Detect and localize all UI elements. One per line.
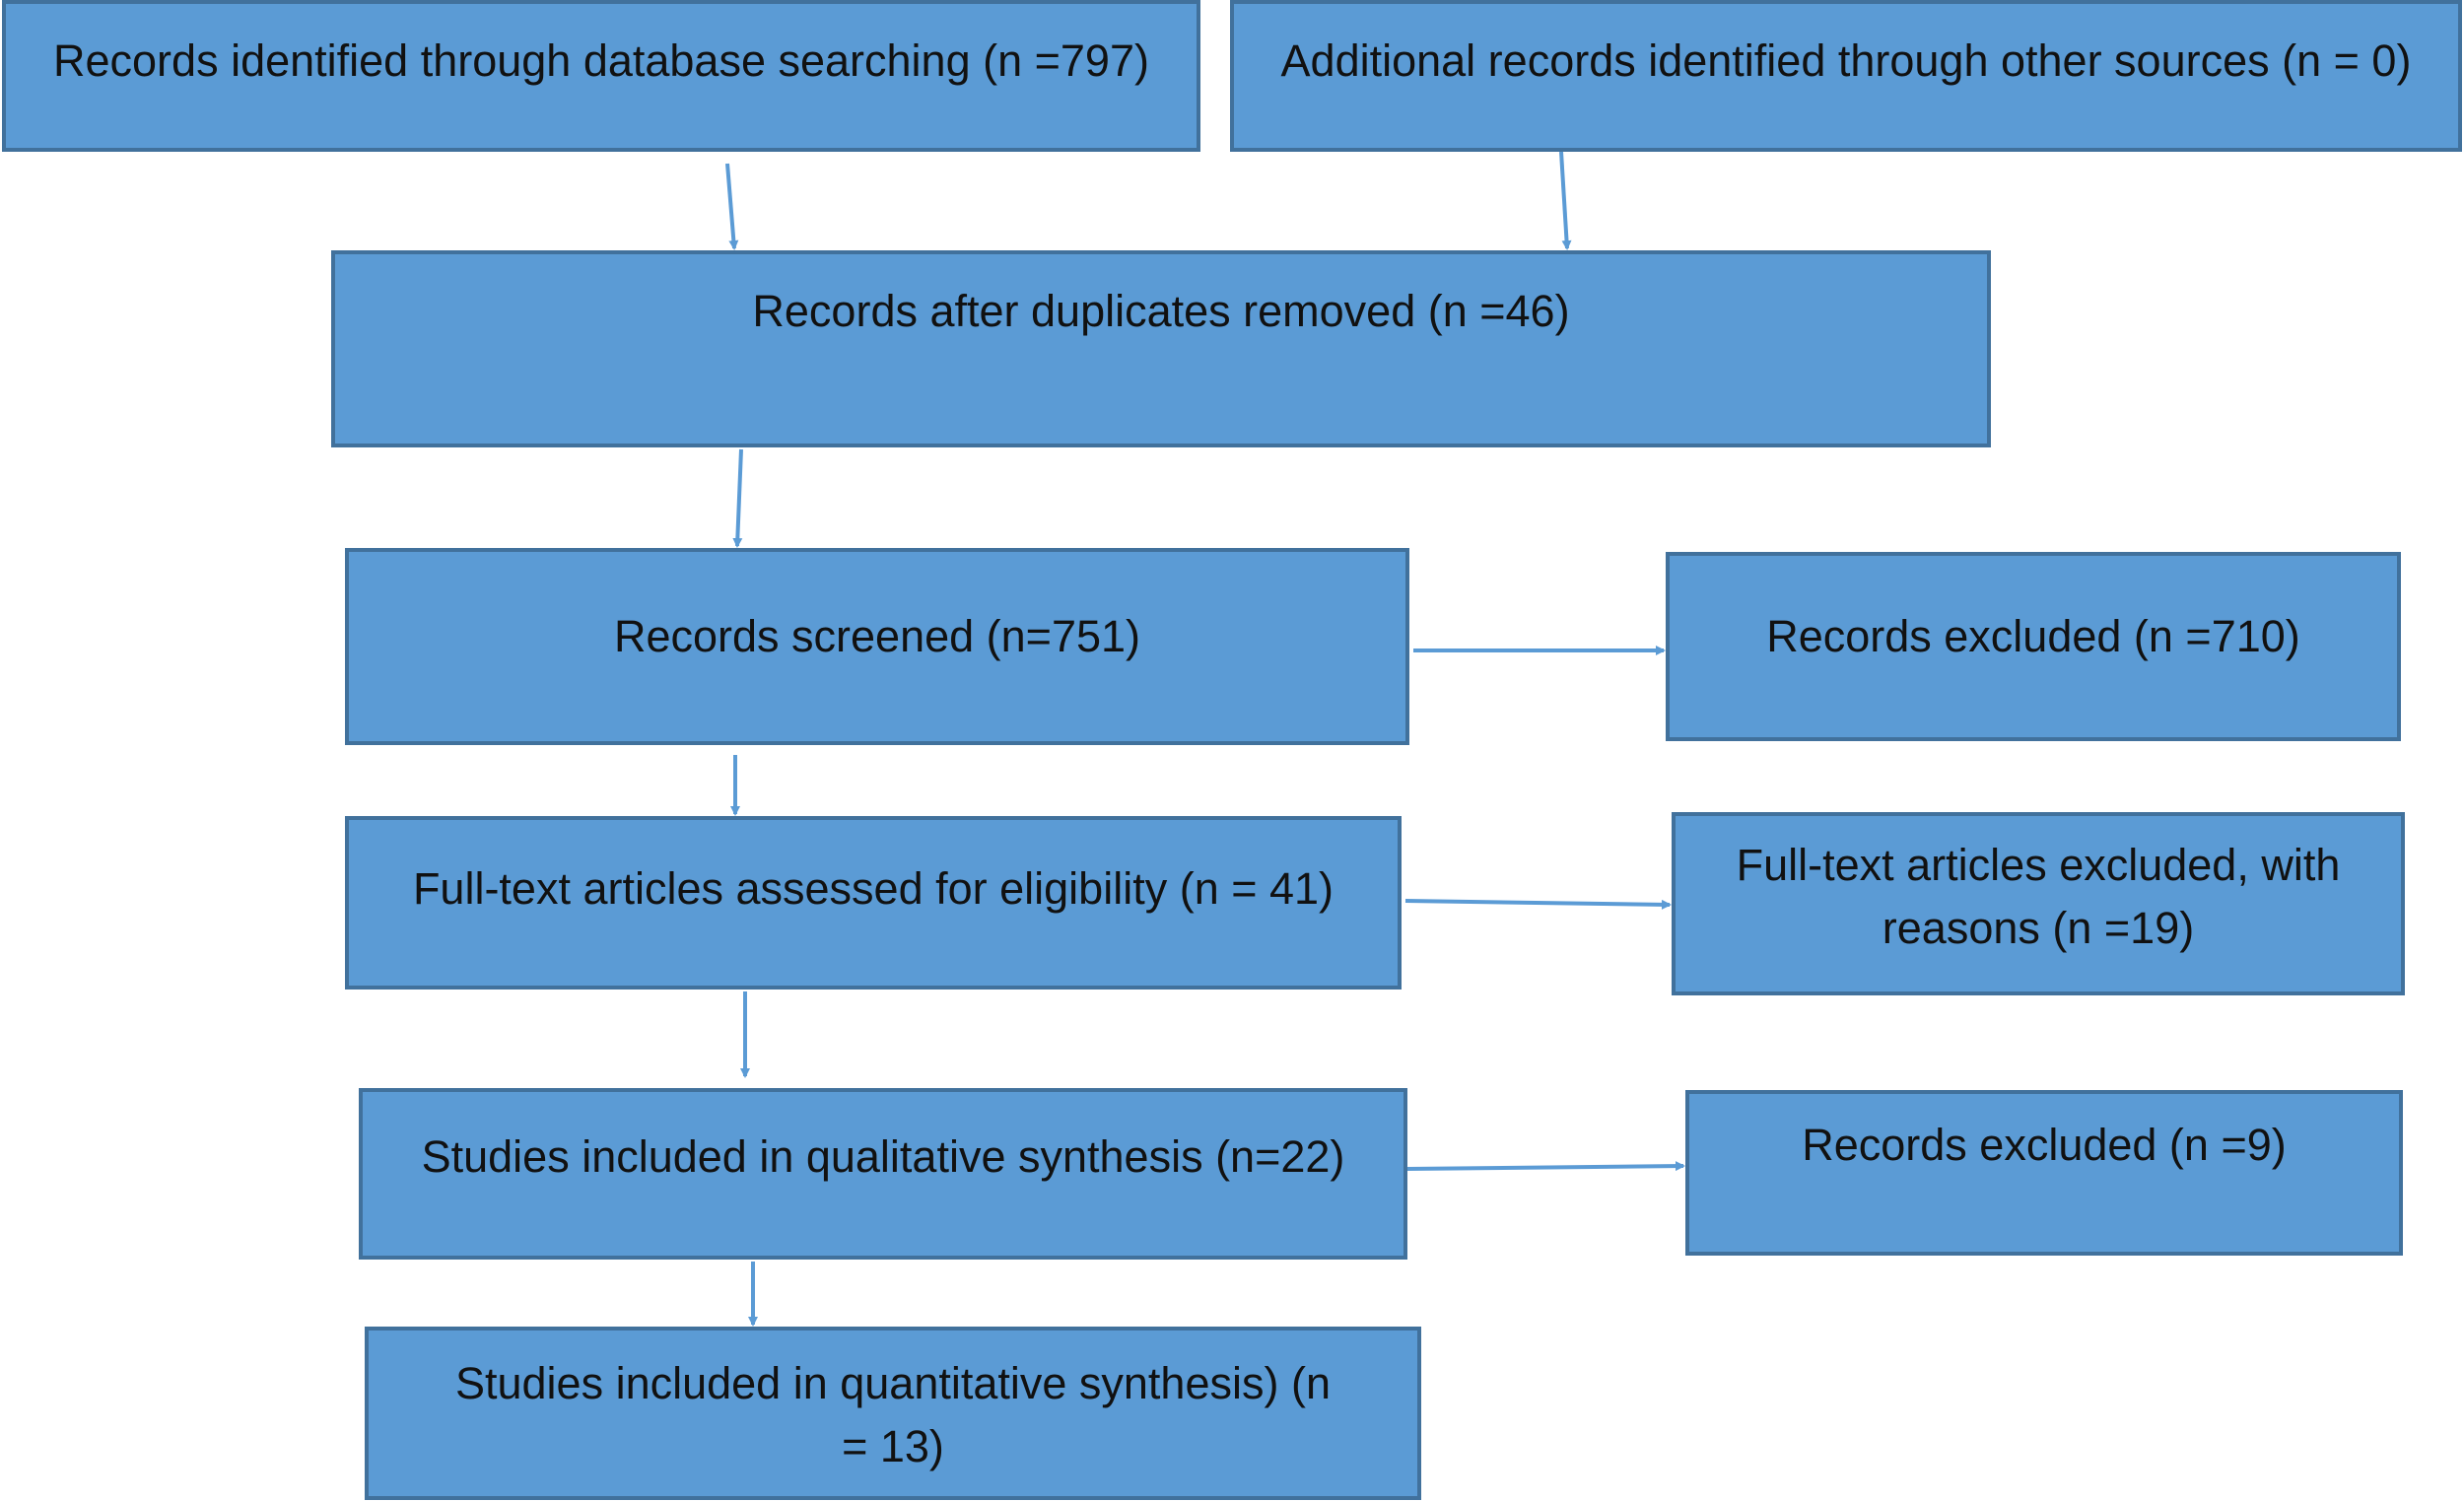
box-fulltext-assessed-label: Full-text articles assessed for eligibil… bbox=[412, 863, 1335, 914]
arrow-qualitative-to-excluded bbox=[1406, 1161, 1685, 1172]
box-records-excluded-screening-label: Records excluded (n =710) bbox=[1766, 611, 2300, 661]
box-records-excluded-qualitative: Records excluded (n =9) bbox=[1685, 1090, 2403, 1256]
box-quantitative-synthesis: Studies included in quantitative synthes… bbox=[365, 1327, 1421, 1500]
box-fulltext-excluded: Full-text articles excluded, with reason… bbox=[1672, 812, 2405, 995]
arrow-other-to-duplicates bbox=[1559, 151, 1572, 250]
box-database-searching-label: Records identified through database sear… bbox=[53, 35, 1149, 86]
box-qualitative-synthesis-label: Studies included in qualitative synthesi… bbox=[421, 1131, 1345, 1182]
arrow-fulltext-to-fulltext-excluded bbox=[1404, 899, 1672, 910]
box-fulltext-excluded-label: Full-text articles excluded, with reason… bbox=[1736, 840, 2341, 953]
box-fulltext-assessed: Full-text articles assessed for eligibil… bbox=[345, 816, 1402, 990]
arrow-duplicates-to-screened bbox=[732, 448, 743, 548]
box-other-sources: Additional records identified through ot… bbox=[1230, 0, 2462, 152]
box-other-sources-label: Additional records identified through ot… bbox=[1280, 35, 2412, 86]
box-records-excluded-qualitative-label: Records excluded (n =9) bbox=[1802, 1120, 2287, 1170]
box-after-duplicates-label: Records after duplicates removed (n =46) bbox=[752, 286, 1570, 336]
box-qualitative-synthesis: Studies included in qualitative synthesi… bbox=[359, 1088, 1407, 1260]
box-records-screened-label: Records screened (n=751) bbox=[613, 611, 1141, 661]
box-records-excluded-screening: Records excluded (n =710) bbox=[1666, 552, 2401, 741]
box-after-duplicates: Records after duplicates removed (n =46) bbox=[331, 250, 1991, 447]
box-database-searching: Records identified through database sear… bbox=[2, 0, 1200, 152]
box-records-screened: Records screened (n=751) bbox=[345, 548, 1409, 745]
arrow-db-to-duplicates bbox=[725, 163, 739, 250]
box-quantitative-synthesis-label: Studies included in quantitative synthes… bbox=[454, 1358, 1331, 1471]
